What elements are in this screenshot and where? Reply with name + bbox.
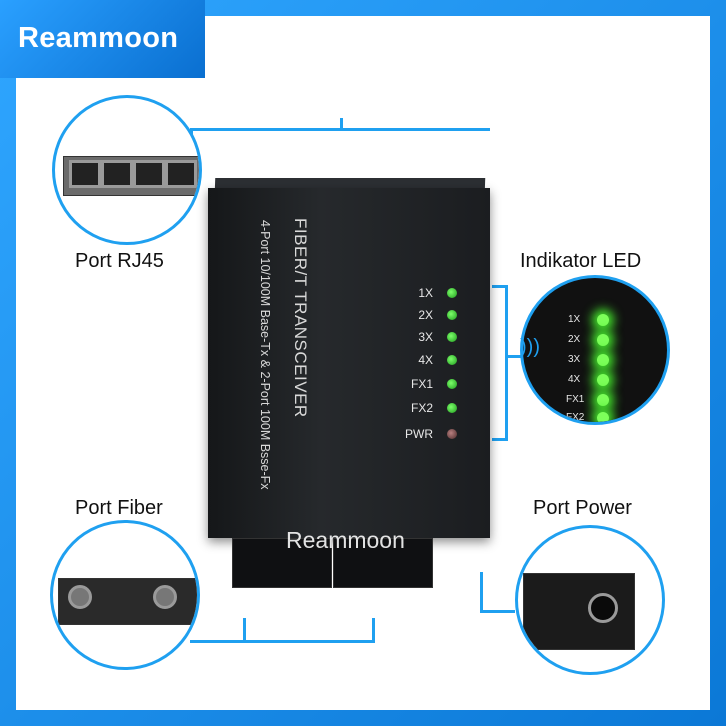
zoom-led-label: FX1 — [566, 394, 585, 405]
led-indicator-icon — [447, 355, 457, 365]
led-row-2x: 2X — [395, 308, 457, 322]
connector-line-fiber-horizontal — [190, 640, 375, 643]
led-label: FX1 — [410, 377, 433, 391]
power-jack-icon — [588, 593, 618, 623]
callout-led-label: Indikator LED — [520, 250, 642, 272]
glowing-led-icon — [597, 374, 609, 386]
connector-line-power-vertical — [480, 572, 483, 612]
device-title: FIBER/T TRANSCEIVER — [291, 218, 310, 418]
fiber-connector-icon — [68, 585, 92, 609]
led-row-4x: 4X — [395, 353, 457, 367]
fiber-port-left — [232, 538, 332, 588]
fiber-connector-icon — [153, 585, 177, 609]
connector-line-power-horizontal — [480, 610, 515, 613]
led-indicator-icon — [447, 403, 457, 413]
device-subtitle: 4-Port 10/100M Base-Tx & 2-Port 100M Bss… — [258, 220, 272, 490]
connector-line-rj45-tick — [340, 118, 343, 130]
fiber-transceiver-device — [208, 188, 490, 538]
led-label: 3X — [418, 330, 433, 344]
power-led-icon — [447, 429, 457, 439]
led-zoom-circle: 1X 2X 3X 4X FX1 FX2 — [520, 275, 670, 425]
power-port-closeup — [523, 573, 635, 650]
signal-waves-icon: ))) — [520, 336, 540, 358]
led-indicator-icon — [447, 332, 457, 342]
connector-line-led-vertical — [505, 285, 508, 440]
zoom-led-label: 3X — [568, 354, 581, 365]
callout-rj45-label: Port RJ45 — [75, 250, 164, 272]
led-label: FX2 — [410, 401, 433, 415]
led-row-fx1: FX1 — [395, 377, 457, 391]
zoom-led-label: FX2 — [566, 412, 585, 423]
led-row-3x: 3X — [395, 330, 457, 344]
led-row-1x: 1X — [395, 286, 457, 300]
led-row-fx2: FX2 — [395, 401, 457, 415]
led-label: PWR — [405, 427, 433, 441]
rj45-zoom-circle — [52, 95, 202, 245]
led-indicator-icon — [447, 379, 457, 389]
connector-line-fiber-right — [372, 618, 375, 643]
led-label: 1X — [418, 286, 433, 300]
led-indicator-icon — [447, 310, 457, 320]
zoom-led-label: 2X — [568, 334, 581, 345]
glowing-led-icon — [597, 314, 609, 326]
fiber-port-right — [333, 538, 433, 588]
led-label: 4X — [418, 353, 433, 367]
rj45-port-icon — [165, 160, 197, 188]
glowing-led-icon — [597, 394, 609, 406]
glowing-led-icon — [597, 412, 609, 422]
glowing-led-icon — [597, 354, 609, 366]
connector-line-led-top — [492, 285, 508, 288]
zoom-led-label: 4X — [568, 374, 581, 385]
rj45-port-icon — [101, 160, 133, 188]
led-row-pwr: PWR — [395, 427, 457, 441]
rj45-port-icon — [133, 160, 165, 188]
connector-line-led-bottom — [492, 438, 508, 441]
watermark-text: Reammoon — [286, 527, 405, 553]
led-indicator-icon — [447, 288, 457, 298]
brand-badge: Reammoon — [0, 0, 205, 78]
power-zoom-circle — [515, 525, 665, 675]
rj45-port-icon — [69, 160, 101, 188]
callout-fiber-label: Port Fiber — [75, 497, 163, 519]
connector-line-fiber-left — [243, 618, 246, 643]
connector-line-led-mid — [505, 355, 525, 358]
brand-logo-text: Reammoon — [18, 22, 179, 54]
led-label: 2X — [418, 308, 433, 322]
glowing-led-icon — [597, 334, 609, 346]
zoom-led-label: 1X — [568, 314, 581, 325]
callout-power-label: Port Power — [533, 497, 632, 519]
fiber-zoom-circle — [50, 520, 200, 670]
